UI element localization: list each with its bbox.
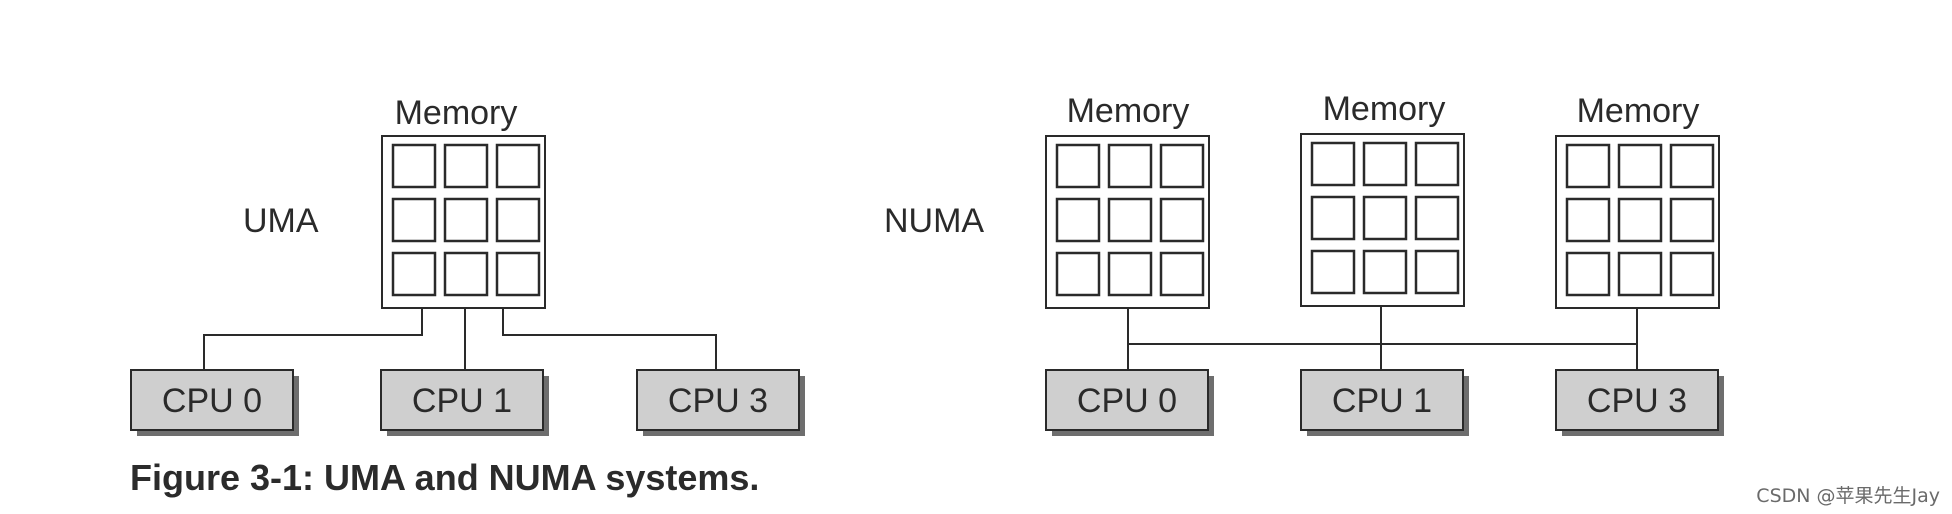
uma-cpu-0: CPU 0 <box>130 369 299 436</box>
numa-cpu-3-box <box>1555 369 1719 431</box>
memory-cell <box>443 197 489 243</box>
memory-cell <box>1107 251 1153 297</box>
numa-memory-0-title: Memory <box>1067 92 1190 130</box>
memory-cell <box>1669 197 1715 243</box>
numa-cpu-3-label: CPU 3 <box>1587 382 1687 420</box>
numa-memory-2-title: Memory <box>1577 92 1700 130</box>
numa-cpu-1: CPU 1 <box>1300 369 1469 436</box>
numa-interconnect <box>1127 306 1638 370</box>
numa-cpu-0-box <box>1045 369 1209 431</box>
memory-cell <box>1055 143 1101 189</box>
uma-memory: Memory <box>381 94 546 309</box>
memory-cell <box>1362 141 1408 187</box>
numa-memory-1-title: Memory <box>1323 90 1446 128</box>
memory-cell <box>1310 195 1356 241</box>
figure-caption: Figure 3-1: UMA and NUMA systems. <box>130 457 759 498</box>
memory-cell <box>443 251 489 297</box>
memory-cell <box>391 251 437 297</box>
memory-cell <box>391 197 437 243</box>
numa-memory-1: Memory <box>1300 90 1465 307</box>
memory-cell <box>1669 251 1715 297</box>
numa-memory-2: Memory <box>1555 92 1720 309</box>
memory-cell <box>443 143 489 189</box>
memory-cell <box>1159 251 1205 297</box>
memory-cell <box>1414 249 1460 295</box>
memory-cell <box>1107 197 1153 243</box>
numa-cpu-1-box <box>1300 369 1464 431</box>
memory-cell <box>1414 195 1460 241</box>
memory-cell <box>1617 143 1663 189</box>
watermark: CSDN @苹果先生Jay <box>1756 485 1940 507</box>
memory-cell <box>1055 197 1101 243</box>
uma-memory-grid <box>391 143 541 297</box>
numa-memory-0-grid <box>1055 143 1205 297</box>
memory-cell <box>391 143 437 189</box>
memory-cell <box>1159 143 1205 189</box>
memory-cell <box>1310 141 1356 187</box>
uma-section: UMA Memory CPU 0 CPU 1 CPU 3 <box>130 94 805 436</box>
memory-cell <box>495 197 541 243</box>
uma-cpu-1: CPU 1 <box>380 369 549 436</box>
numa-label: NUMA <box>884 202 984 240</box>
memory-cell <box>1414 141 1460 187</box>
memory-cell <box>1617 197 1663 243</box>
uma-label: UMA <box>243 202 319 240</box>
memory-cell <box>1669 143 1715 189</box>
numa-memory-2-grid <box>1565 143 1715 297</box>
uma-cpu-0-box <box>130 369 294 431</box>
numa-cpu-0-label: CPU 0 <box>1077 382 1177 420</box>
memory-cell <box>1107 143 1153 189</box>
uma-cpu-1-label: CPU 1 <box>412 382 512 420</box>
uma-wire-cpu0 <box>203 308 423 370</box>
memory-cell <box>1362 249 1408 295</box>
uma-memory-title: Memory <box>395 94 518 132</box>
memory-cell <box>1565 251 1611 297</box>
numa-memory-1-grid <box>1310 141 1460 295</box>
uma-cpu-3: CPU 3 <box>636 369 805 436</box>
uma-wire-cpu3 <box>502 308 717 370</box>
uma-cpu-3-label: CPU 3 <box>668 382 768 420</box>
uma-cpu-0-label: CPU 0 <box>162 382 262 420</box>
uma-bus <box>203 308 717 370</box>
numa-memory-0: Memory <box>1045 92 1210 309</box>
memory-cell <box>1310 249 1356 295</box>
numa-cpu-0: CPU 0 <box>1045 369 1214 436</box>
memory-cell <box>495 143 541 189</box>
uma-cpu-3-box <box>636 369 800 431</box>
memory-cell <box>1159 197 1205 243</box>
memory-cell <box>1362 195 1408 241</box>
numa-cpu-3: CPU 3 <box>1555 369 1724 436</box>
memory-cell <box>495 251 541 297</box>
memory-cell <box>1565 197 1611 243</box>
numa-cpu-1-label: CPU 1 <box>1332 382 1432 420</box>
memory-cell <box>1055 251 1101 297</box>
uma-cpu-1-box <box>380 369 544 431</box>
numa-section: NUMA Memory Memory Memory CPU 0 <box>884 90 1724 436</box>
memory-cell <box>1565 143 1611 189</box>
memory-cell <box>1617 251 1663 297</box>
